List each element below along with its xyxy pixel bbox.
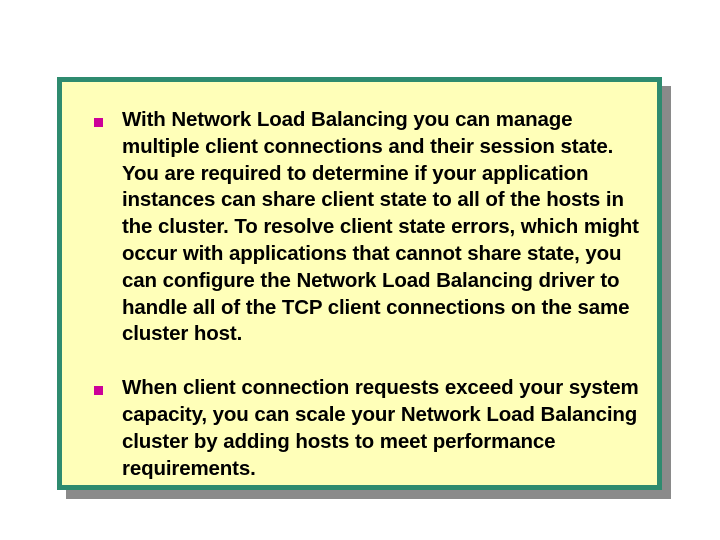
- square-bullet-icon: [94, 118, 103, 127]
- bullet-text: When client connection requests exceed y…: [122, 376, 639, 480]
- square-bullet-icon: [94, 386, 103, 396]
- content-box: With Network Load Balancing you can mana…: [57, 77, 662, 490]
- list-item: When client connection requests exceed y…: [87, 375, 643, 482]
- list-item: With Network Load Balancing you can mana…: [87, 107, 643, 348]
- bullet-text: With Network Load Balancing you can mana…: [122, 108, 639, 346]
- bullet-list: With Network Load Balancing you can mana…: [87, 107, 643, 482]
